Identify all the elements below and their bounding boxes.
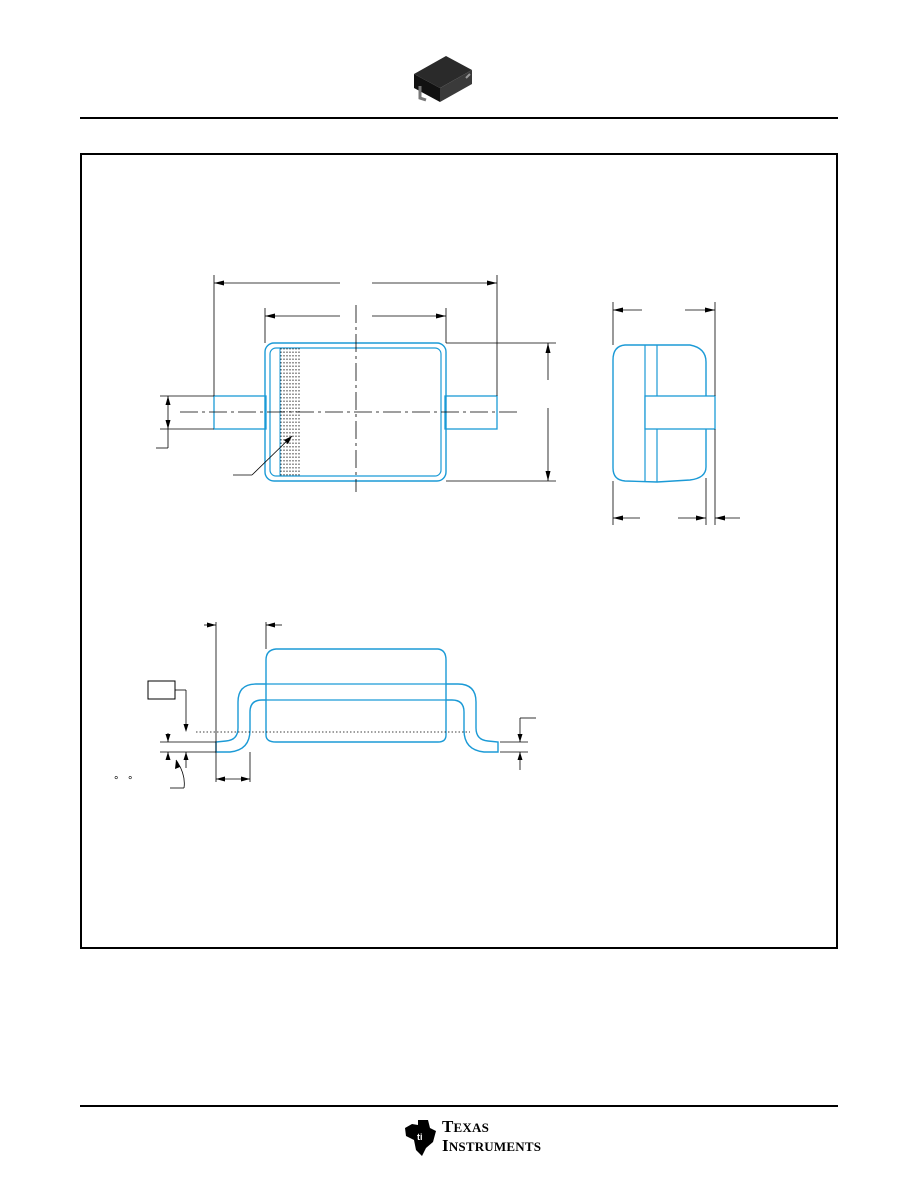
end-view-lead — [644, 395, 716, 430]
side-right-lead — [446, 683, 499, 753]
side-view — [147, 622, 536, 789]
brand-line-2: INSTRUMENTS — [442, 1136, 542, 1155]
side-view-body — [265, 648, 447, 743]
svg-text:ti: ti — [417, 1132, 423, 1142]
end-view — [612, 302, 740, 525]
drawing-frame — [80, 153, 838, 949]
brand-line-1: TEXAS — [442, 1117, 490, 1136]
top-view — [156, 275, 556, 492]
left-lead — [213, 395, 267, 430]
degree-mark-2: ° — [128, 775, 132, 787]
brand-wordmark: TEXAS INSTRUMENTS — [442, 1118, 541, 1156]
ti-logo-icon: ti — [405, 1120, 436, 1156]
datum-box — [147, 680, 176, 700]
right-lead — [444, 395, 498, 430]
angle-arc — [175, 759, 185, 789]
degree-mark-1: ° — [114, 775, 118, 787]
end-view-body — [612, 344, 707, 483]
sod-package-icon — [414, 56, 472, 102]
side-left-lead — [215, 683, 266, 753]
